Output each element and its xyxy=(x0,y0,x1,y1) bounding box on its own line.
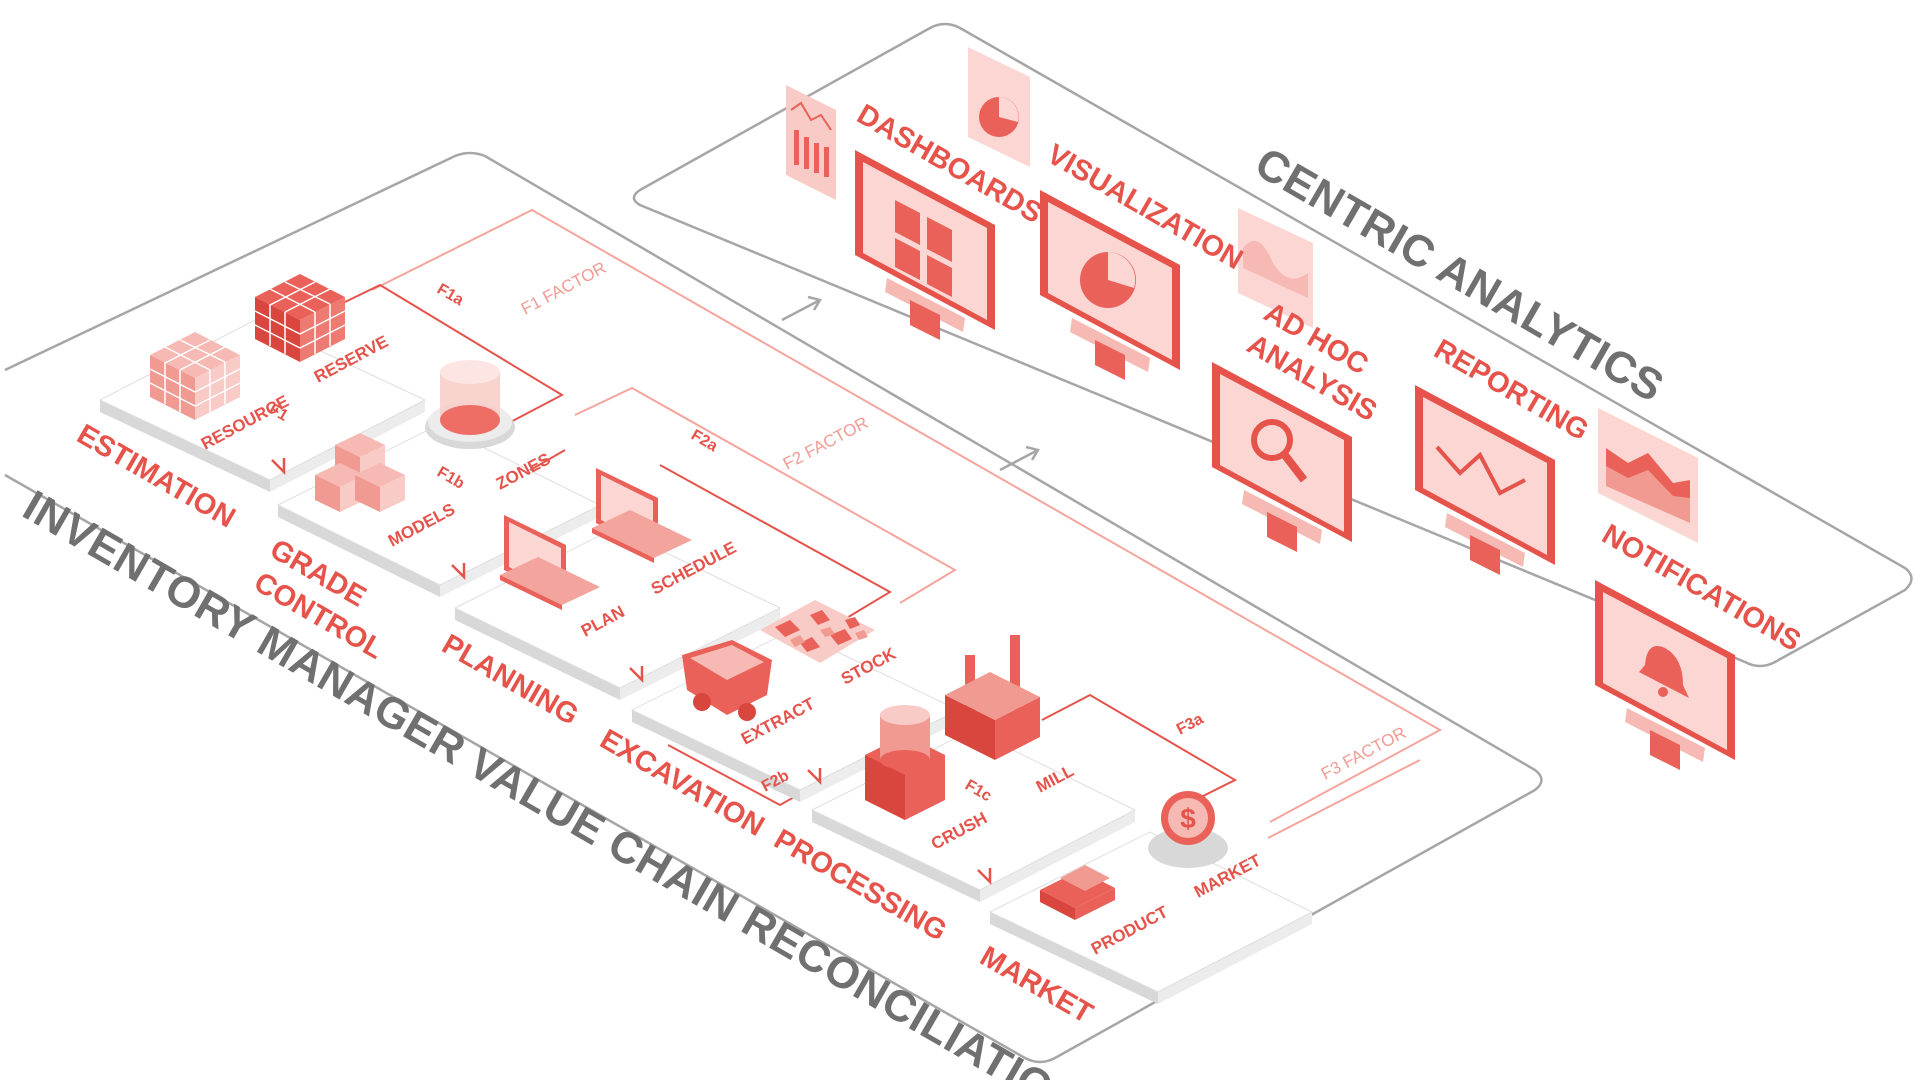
f1a-line xyxy=(344,283,565,439)
f1-factor-line xyxy=(371,208,1443,823)
chevron-icon xyxy=(451,563,466,581)
mill-factory-icon xyxy=(945,635,1040,760)
arrow-to-analytics-2 xyxy=(999,445,1040,472)
chevron-icon xyxy=(629,666,644,684)
crush-tank-icon xyxy=(865,705,945,820)
models-blocks-icon xyxy=(315,433,405,512)
f2-factor-line xyxy=(574,386,957,604)
bell-icon xyxy=(1639,646,1689,698)
dollar-sign-icon: $ xyxy=(1180,803,1196,834)
dashboards-monitor-icon xyxy=(855,150,995,340)
stage-chevrons xyxy=(271,458,992,886)
area-chart-card-icon xyxy=(1238,208,1313,328)
chevron-icon xyxy=(977,868,992,886)
adhoc-analysis-monitor-icon xyxy=(1212,362,1352,552)
f3a-line xyxy=(1041,693,1238,801)
chevron-icon xyxy=(807,768,822,786)
f3-factor-line xyxy=(1267,759,1421,839)
pie-card-icon xyxy=(968,47,1030,167)
product-bars-icon xyxy=(1040,865,1115,920)
plan-laptop-icon xyxy=(500,515,600,610)
resource-cubes-icon xyxy=(149,332,241,420)
bar-chart-card-icon xyxy=(786,85,836,200)
platform-market xyxy=(988,831,1314,1004)
market-coin-icon: $ xyxy=(1148,791,1228,868)
analytics-panel xyxy=(632,22,1913,668)
extract-cart-icon xyxy=(682,640,772,721)
arrow-to-analytics-1 xyxy=(781,295,822,322)
chevron-icon xyxy=(271,458,286,476)
line-chart-card-icon xyxy=(1598,408,1698,543)
notifications-monitor-icon xyxy=(1595,580,1735,770)
visualization-monitor-icon xyxy=(1040,190,1180,380)
reporting-monitor-icon xyxy=(1415,385,1555,575)
stock-pile-icon xyxy=(760,600,875,663)
schedule-laptop-icon xyxy=(592,468,692,563)
zones-cylinder-icon xyxy=(425,360,515,449)
reserve-cubes-icon xyxy=(254,274,346,362)
